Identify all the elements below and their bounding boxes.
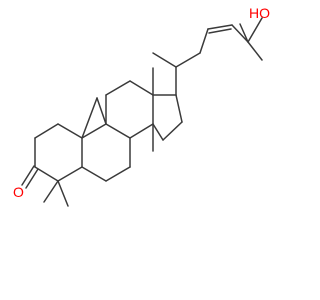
methyl-bond	[57, 180, 69, 207]
ketone-group: O	[13, 165, 39, 200]
bond	[175, 52, 201, 68]
bond	[57, 166, 83, 182]
bond	[247, 17, 263, 43]
oxygen-label-ketone: O	[13, 184, 24, 200]
bond	[239, 23, 249, 43]
bond	[34, 123, 59, 139]
double-bond	[21, 165, 35, 186]
ring-d	[152, 94, 183, 141]
bond	[105, 80, 131, 96]
cyclopropane	[81, 97, 107, 139]
double-bond	[25, 168, 39, 189]
bond	[152, 52, 177, 68]
bond	[57, 123, 83, 139]
bond	[162, 121, 183, 141]
bond	[81, 166, 107, 182]
molecule-structure: O	[13, 5, 270, 207]
bond	[81, 123, 107, 139]
double-bond	[207, 24, 233, 30]
bond	[152, 123, 164, 141]
ring-a	[34, 123, 83, 182]
bond	[81, 97, 98, 139]
bond	[199, 28, 209, 54]
bond	[129, 123, 154, 139]
bond	[96, 97, 107, 125]
ring-b	[81, 123, 131, 182]
bond	[129, 80, 154, 96]
methyl-bond	[43, 180, 59, 203]
bond	[231, 24, 249, 43]
hydroxyl-label: HO	[249, 5, 270, 21]
bond	[247, 41, 263, 61]
gem-dimethyl	[43, 180, 69, 207]
ring-c	[105, 80, 154, 139]
bond	[34, 166, 59, 182]
bond	[105, 166, 131, 182]
bond	[175, 94, 183, 123]
side-chain	[152, 17, 263, 96]
double-bond	[208, 28, 232, 34]
bond	[105, 123, 131, 139]
